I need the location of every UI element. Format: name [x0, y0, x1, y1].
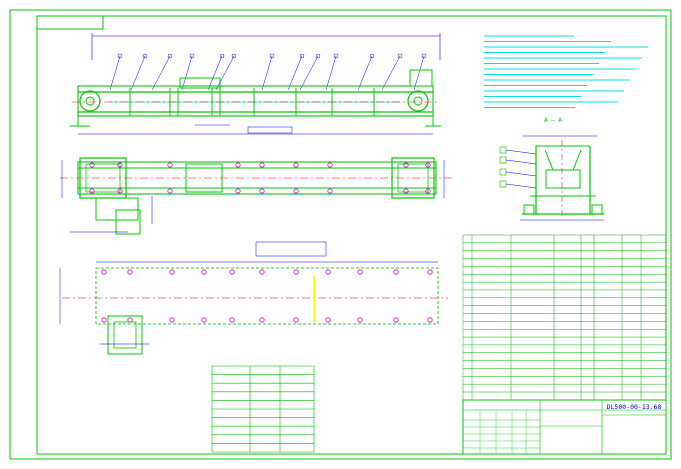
corner-tab	[36, 15, 104, 30]
drawing-number: DL500-00-13.68	[607, 403, 662, 411]
plan-view	[60, 157, 455, 235]
section-a-label: A — A	[544, 117, 562, 124]
elevation-view	[70, 33, 441, 135]
section-a-a-view: A — A	[499, 117, 604, 221]
title-block: DL500-00-13.68	[462, 399, 667, 455]
parameter-table	[211, 365, 315, 453]
outer-frame	[9, 9, 672, 460]
foundation-plan-view	[59, 241, 448, 355]
technical-notes	[484, 35, 648, 109]
